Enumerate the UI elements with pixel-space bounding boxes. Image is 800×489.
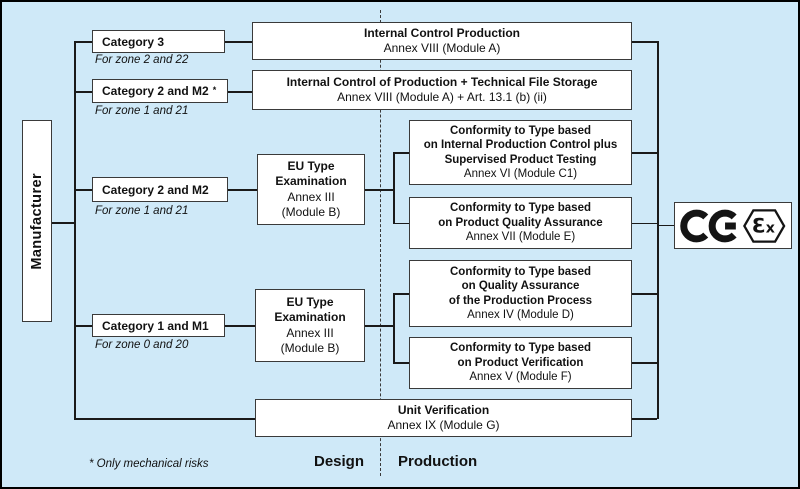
production-phase-label: Production [398, 453, 478, 470]
module-g-box: Unit Verification Annex IX (Module G) [255, 399, 632, 437]
connector-line [74, 91, 92, 93]
connector-line [365, 325, 393, 327]
connector-line [393, 152, 409, 154]
module-e-box: Conformity to Type based on Product Qual… [409, 197, 632, 249]
module-b-top-box: EU Type Examination Annex III (Module B) [257, 154, 365, 225]
connector-line [632, 152, 657, 154]
category-3-label: Category 3 [102, 34, 165, 49]
module-d-annex: Annex IV (Module D) [467, 309, 574, 321]
module-c1-title-1: Conformity to Type based [450, 124, 591, 137]
module-e-title-1: Conformity to Type based [450, 202, 591, 215]
module-b-top-title-1: EU Type [287, 158, 335, 173]
mechanical-risks-footnote: * Only mechanical risks [89, 458, 209, 470]
module-e-title-2: on Product Quality Assurance [438, 216, 603, 229]
ce-letter-c [680, 209, 709, 242]
connector-line [74, 189, 92, 191]
connector-line [632, 293, 657, 295]
design-production-divider [380, 10, 381, 476]
module-f-annex: Annex V (Module F) [469, 371, 572, 384]
module-f-box: Conformity to Type based on Product Veri… [409, 337, 632, 389]
module-c1-title-2: on Internal Production Control plus [423, 139, 618, 151]
module-e-annex: Annex VII (Module E) [465, 231, 576, 244]
module-f-title-2: on Product Verification [457, 356, 584, 369]
zone-label-category-2: For zone 1 and 21 [95, 205, 189, 217]
ex-symbol-text: Ɛx [752, 214, 775, 237]
module-c1-annex: Annex VI (Module C1) [463, 168, 578, 180]
module-d-title-1: Conformity to Type based [450, 265, 591, 278]
connector-line [225, 41, 252, 43]
connector-line [52, 222, 74, 224]
ex-epsilon: Ɛ [752, 214, 766, 237]
module-b-top-title-2: Examination [275, 174, 347, 188]
connector-line [393, 222, 409, 225]
category-2-m2-label: Category 2 and M2 [102, 182, 209, 197]
connector-line [74, 325, 92, 327]
module-a-tfs-annex: Annex VIII (Module A) + Art. 13.1 (b) (i… [337, 90, 547, 104]
connector-line [228, 189, 257, 191]
module-c1-box: Conformity to Type based on Internal Pro… [409, 120, 632, 185]
branch-line-top [393, 152, 395, 224]
connector-line [632, 418, 657, 420]
category-1-m1-label: Category 1 and M1 [102, 318, 209, 333]
connector-line [393, 362, 409, 364]
branch-line-bottom [393, 293, 395, 363]
module-f-title-1: Conformity to Type based [450, 342, 591, 355]
module-d-title-2: on Quality Assurance [461, 280, 580, 292]
module-b-top-annex: Annex III [287, 189, 335, 204]
category-2-m2-footnote-marker: * [212, 85, 217, 95]
module-a-box: Internal Control Production Annex VIII (… [252, 22, 632, 60]
connector-line [657, 224, 674, 227]
zone-label-category-3: For zone 2 and 22 [95, 54, 189, 66]
connector-line [393, 293, 409, 295]
module-b-bottom-title-2: Examination [274, 310, 346, 324]
ce-letter-e [708, 209, 737, 242]
module-c1-title-3: Supervised Product Testing [444, 153, 597, 166]
connector-line [74, 418, 255, 420]
connector-line [225, 325, 255, 327]
right-bus-line [657, 41, 659, 419]
zone-label-category-2-mech: For zone 1 and 21 [95, 105, 189, 117]
ex-hexagon-icon [743, 208, 786, 243]
module-b-top-module: (Module B) [281, 205, 341, 219]
connector-line [632, 362, 657, 364]
connector-line [365, 189, 393, 191]
module-a-tfs-title: Internal Control of Production + Technic… [286, 74, 598, 89]
module-d-box: Conformity to Type based on Quality Assu… [409, 260, 632, 327]
ce-ex-marking-box: Ɛx [674, 202, 792, 249]
connector-line [74, 41, 92, 43]
category-2-m2-mech-label: Category 2 and M2 [102, 84, 209, 98]
module-g-annex: Annex IX (Module G) [387, 418, 500, 432]
category-2-m2-mech-box: Category 2 and M2* [92, 79, 228, 103]
connector-line [228, 91, 252, 93]
module-a-title: Internal Control Production [364, 25, 520, 40]
module-d-title-3: of the Production Process [448, 294, 593, 307]
module-g-title: Unit Verification [397, 402, 490, 417]
module-b-bottom-module: (Module B) [280, 341, 340, 355]
ce-mark-icon: Ɛx [680, 208, 786, 243]
left-bus-line [74, 41, 76, 419]
module-b-bottom-box: EU Type Examination Annex III (Module B) [255, 289, 365, 362]
category-1-m1-box: Category 1 and M1 [92, 314, 225, 337]
module-a-annex: Annex VIII (Module A) [383, 41, 501, 55]
module-b-bottom-title-1: EU Type [286, 294, 334, 309]
connector-line [632, 222, 657, 225]
ex-x: x [766, 220, 775, 236]
connector-line [632, 41, 657, 43]
module-a-tfs-box: Internal Control of Production + Technic… [252, 70, 632, 110]
category-3-box: Category 3 [92, 30, 225, 53]
category-2-m2-box: Category 2 and M2 [92, 177, 228, 202]
design-phase-label: Design [313, 453, 364, 470]
zone-label-category-1: For zone 0 and 20 [95, 339, 189, 351]
module-b-bottom-annex: Annex III [286, 325, 334, 340]
manufacturer-label: Manufacturer [29, 172, 45, 270]
manufacturer-box: Manufacturer [22, 120, 52, 322]
